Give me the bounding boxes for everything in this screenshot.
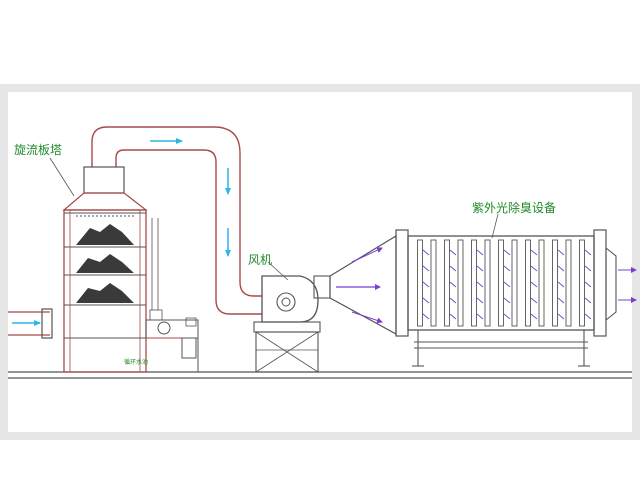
uv-light-ray: [422, 313, 430, 320]
ground-line: [8, 371, 632, 379]
uv-lamp-tube: [484, 239, 491, 327]
uv-light-ray: [584, 313, 592, 320]
uv-inlet-arrow-top: [351, 247, 383, 263]
fan-leader-line: [267, 261, 289, 281]
uv-light-ray: [584, 281, 592, 288]
uv-light-ray: [557, 313, 565, 320]
uv-light-ray: [503, 265, 511, 272]
uv-lamp-tube: [552, 239, 558, 327]
swirl-plate-3: [76, 283, 134, 303]
swirl-plate-1: [76, 224, 134, 245]
uv-lamp-tube: [471, 239, 477, 327]
uv-lamp-tube: [417, 239, 423, 327]
uv-lamp-tube: [579, 239, 585, 327]
uv-inlet-arrow-bottom: [351, 311, 383, 324]
circulation-pump: [149, 309, 197, 335]
uv-lamp-tube: [498, 239, 504, 327]
uv-light-ray: [530, 265, 538, 272]
uv-lamp-tube: [444, 239, 450, 327]
uv-light-ray: [530, 313, 538, 320]
inlet-pipe: [8, 308, 53, 339]
uv-light-ray: [503, 249, 511, 256]
uv-light-ray: [557, 297, 565, 304]
uv-light-ray: [422, 281, 430, 288]
uv-deodorization-unit: [395, 229, 617, 367]
transition-cone: [329, 234, 397, 336]
pool-label: 循环水池: [124, 358, 148, 366]
uv-light-ray: [476, 297, 484, 304]
uv-light-ray: [476, 313, 484, 320]
uv-unit-label: 紫外光除臭设备: [472, 200, 556, 215]
uv-light-ray: [449, 265, 457, 272]
uv-light-ray: [503, 313, 511, 320]
uv-light-ray: [449, 281, 457, 288]
uv-light-ray: [503, 281, 511, 288]
uv-light-ray: [557, 265, 565, 272]
uv-light-ray: [584, 249, 592, 256]
uv-light-ray: [476, 265, 484, 272]
uv-light-ray: [530, 249, 538, 256]
uv-lamp-tube: [538, 239, 545, 327]
uv-light-ray: [584, 265, 592, 272]
uv-light-ray: [476, 281, 484, 288]
tower-leader-line: [49, 157, 75, 197]
fan-label: 风机: [248, 253, 272, 267]
uv-light-ray: [422, 265, 430, 272]
swirl-plate-2: [76, 254, 134, 273]
scrubber-tower: [62, 166, 159, 373]
uv-light-ray: [422, 249, 430, 256]
tower-label: 旋流板塔: [14, 143, 62, 157]
uv-light-ray: [422, 297, 430, 304]
uv-light-ray: [449, 313, 457, 320]
uv-lamp-tube: [430, 239, 437, 327]
uv-lamp-tube: [457, 239, 464, 327]
uv-light-ray: [449, 249, 457, 256]
uv-light-ray: [584, 297, 592, 304]
uv-leader-line: [491, 213, 499, 239]
uv-light-ray: [503, 297, 511, 304]
uv-lamp-tube: [511, 239, 518, 327]
uv-light-ray: [476, 249, 484, 256]
uv-light-ray: [530, 297, 538, 304]
uv-light-ray: [557, 281, 565, 288]
uv-light-ray: [530, 281, 538, 288]
uv-light-ray: [449, 297, 457, 304]
uv-light-ray: [557, 249, 565, 256]
centrifugal-fan: [253, 275, 331, 373]
recirculation-pool: [145, 319, 199, 372]
uv-lamp-bank: [417, 239, 592, 327]
uv-lamp-tube: [525, 239, 531, 327]
exhaust-duct: [91, 126, 262, 315]
uv-lamp-tube: [565, 239, 572, 327]
